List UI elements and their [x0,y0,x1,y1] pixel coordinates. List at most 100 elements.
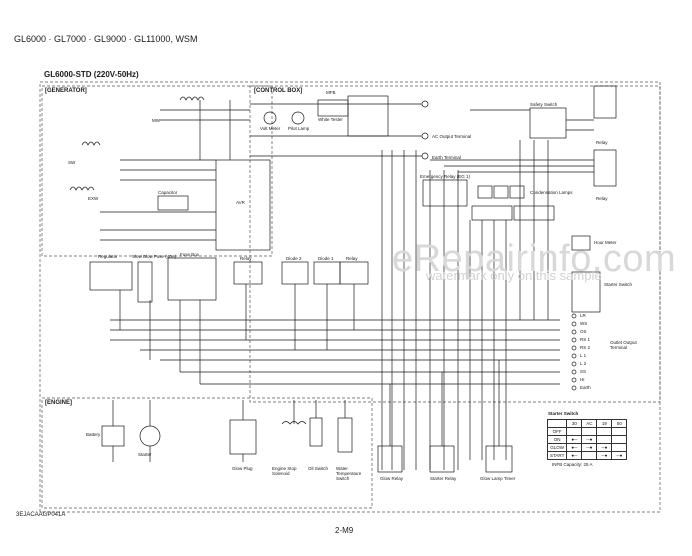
table-row-label: ON [546,435,568,444]
table-row-label: OFF [546,427,568,436]
table-header-cell: 30 [566,419,583,428]
table-row: OFF [546,427,628,436]
label-mfb: MFB [326,90,336,95]
outlet-terminal-strip [571,313,577,391]
terminal-label-0: LR [580,313,586,318]
relay-top-box [593,85,617,119]
label-starter-relay: Starter Relay [430,476,457,481]
label-ac-output-terminal: AC Output Terminal [432,134,472,139]
relay-left-box [233,261,263,285]
avr-box [215,159,271,251]
label-battery: Battery [86,432,101,437]
label-condensation-lamps: Condensation Lamps [530,190,573,195]
label-starter: Starter [138,452,152,457]
label-emergency-relay: Emergency Relay (EG 1) [420,174,471,179]
terminal-label-7: SS [580,369,587,374]
label-capacitor: Capacitor [158,190,178,195]
terminal-label-5: L 1 [580,353,587,358]
white-tester-box [317,99,349,117]
control-box-section [249,85,661,403]
label-starter-switch: Starter Switch [604,282,633,287]
sw-coil [81,141,101,146]
label-sw: SW [68,160,76,165]
starter-motor-symbol [139,425,161,447]
label-oil-switch: Oil Switch [308,466,329,471]
label-relay-top: Relay [596,140,608,145]
label-regulator: Regulator [98,254,118,259]
section-engine: [ENGINE] [45,400,72,406]
label-safety-switch: Safety Switch [530,102,558,107]
water-temp-switch-box [337,417,353,453]
label-fuse-box: Fuse Box [180,252,200,257]
regulator-box [89,261,133,291]
label-engine-stop-solenoid: Engine Stop Solenoid [272,466,297,476]
label-slow-blow-fuse: Slow Blow Fuse (40A) [132,254,177,259]
page-header: GL6000 · GL7000 · GL9000 · GL11000, WSM [14,34,198,44]
generator-section [41,85,273,257]
exw-coil [69,186,95,191]
relay-center-box [339,261,369,285]
doc-code: 3EJACAAGP041A [16,512,66,518]
watermark-line2: watermark only on this sample [426,268,602,283]
label-white-tester: White Tester [318,117,343,122]
glow-plug-box [229,419,257,455]
label-relay-left: Relay [240,256,252,261]
fuse-box-outline [167,257,217,301]
table-header-cell: 19 [596,419,613,428]
oil-switch-box [309,417,323,447]
table-row: ON●──● [546,435,628,444]
slow-blow-fuse-box [137,261,153,303]
label-mw: MW [152,118,160,123]
terminal-label-1: WS [580,321,588,326]
mw-coil [179,96,205,101]
section-generator: [GENERATOR] [45,88,87,94]
mfb-box [347,95,389,137]
table-header-cell: AC [581,419,598,428]
label-volt-meter: Volt Meter [260,126,281,131]
label-outlet-terminal: Outlet Output Terminal [610,340,637,350]
terminal-label-4: RS 2 [580,345,591,350]
label-glow-plug: Glow Plug [232,466,253,471]
label-avr: AVR [236,200,245,205]
table-row: GLOW●──●─● [546,443,628,452]
label-hour-meter: Hour Meter [594,240,617,245]
watermark-line1: eRepairinfo.com [392,238,677,280]
glow-relay-box [377,445,403,473]
terminal-label-9: Earth [580,385,591,390]
starter-switch-table: 30 AC 19 50 OFF ON●──● GLOW●──●─● START●… [546,419,628,460]
label-diode2: Diode 2 [286,256,302,261]
starter-switch-box [571,271,601,313]
engine-section [41,397,373,509]
starter-relay-box [429,445,455,473]
table-row-label: START [546,451,568,460]
page-number: 2-M9 [335,526,354,535]
label-diode1: Diode 1 [318,256,334,261]
diode2-box [281,261,309,285]
table-row-label: GLOW [546,443,568,452]
capacity-note: INFB Capacity: 25 A [552,462,593,467]
diode1-box [313,261,341,285]
label-water-temp-switch: Water Temperature Switch [336,466,362,481]
label-relay-mid: Relay [596,196,608,201]
section-control-box: [CONTROL BOX] [254,88,303,94]
terminal-label-6: L 2 [580,361,587,366]
label-pilot-lamp: Pilot Lamp [288,126,310,131]
label-glow-relay: Glow Relay [380,476,404,481]
table-header-cell: 50 [611,419,628,428]
emergency-relay-box [422,179,468,207]
table-row: START●──●─● [546,451,628,460]
table-row: 30 AC 19 50 [546,419,628,428]
volt-meter-symbol [263,111,277,125]
label-earth-terminal: Earth Terminal [432,155,461,160]
safety-switch-box [529,107,567,139]
terminal-label-3: RS 1 [580,337,591,342]
relay-mid-box [593,149,617,187]
label-relay-center: Relay [346,256,358,261]
pilot-lamp-symbol [291,111,305,125]
glow-lamp-timer-box [485,445,513,473]
terminal-label-2: OS [580,329,587,334]
starter-switch-table-title: Starter Switch [548,411,579,416]
capacitor-box [157,195,189,211]
label-glow-lamp-timer: Glow Lamp Timer [480,476,516,481]
